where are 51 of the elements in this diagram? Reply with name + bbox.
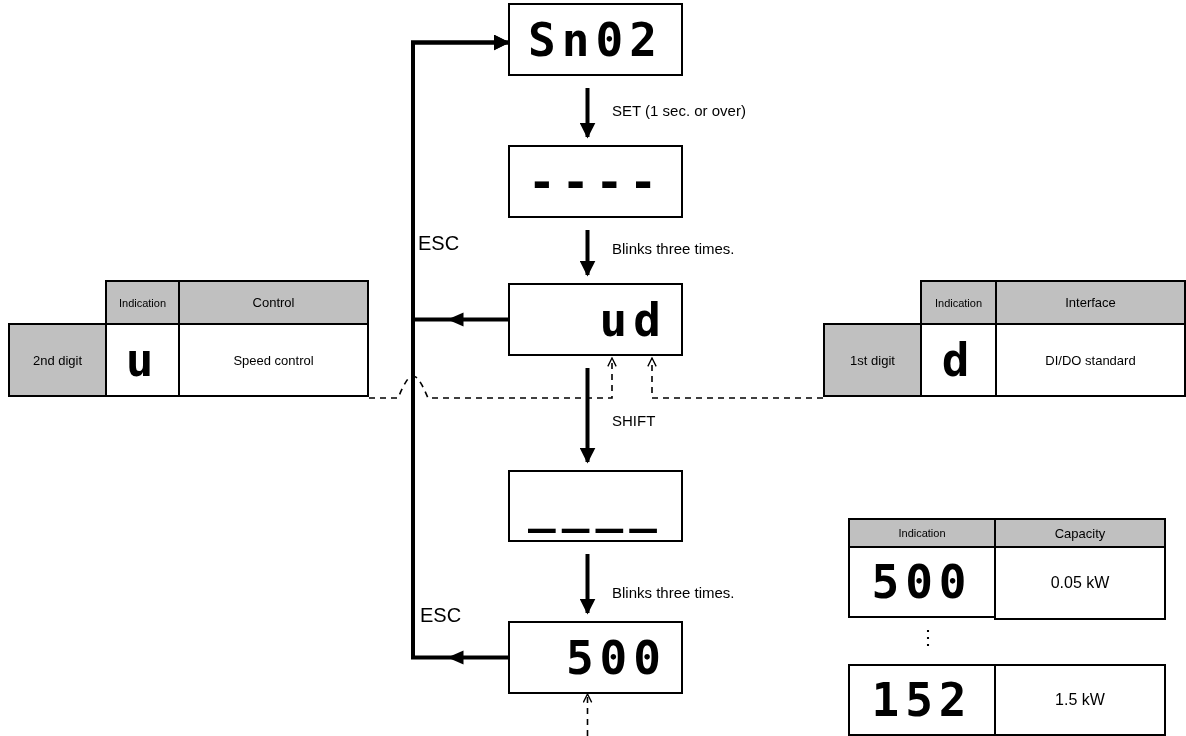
table-cell [178, 323, 369, 397]
display-panel [508, 3, 683, 76]
cell-text: Speed control [233, 352, 314, 368]
display-panel [508, 470, 683, 542]
table-cell [848, 664, 996, 736]
display-readout: ---- [528, 158, 663, 205]
table-cell [823, 323, 922, 397]
display-panel [508, 621, 683, 694]
arrow [579, 554, 596, 615]
cell-text: 0.05 kW [1050, 574, 1110, 592]
edge-label: Blinks three times. [612, 240, 735, 257]
display-readout: ud [599, 296, 667, 343]
table-header [994, 518, 1166, 548]
ellipsis-mark: ⋮ [918, 625, 938, 649]
table-header [105, 280, 180, 325]
edge-label: SET (1 sec. or over) [612, 102, 746, 119]
table-header [848, 518, 996, 548]
header-text: Interface [1065, 295, 1116, 310]
arrow [579, 88, 596, 139]
leader-line [582, 693, 593, 736]
header-text: Control [252, 295, 295, 310]
display-readout: 152 [871, 677, 973, 723]
display-panel [508, 283, 683, 356]
table-cell [994, 664, 1166, 736]
table-cell [848, 546, 996, 618]
header-text: Indication [934, 296, 983, 309]
row-heading: 2nd digit [32, 352, 83, 368]
table-header [920, 280, 997, 325]
table-cell [995, 323, 1186, 397]
leader-line [647, 357, 824, 399]
display-readout: 500 [871, 559, 973, 605]
header-text: Indication [898, 527, 946, 539]
arrow [411, 34, 510, 660]
row-heading: 1st digit [850, 352, 895, 368]
cell-text: 1.5 kW [1055, 691, 1105, 709]
display-readout: 500 [565, 634, 667, 681]
table-cell [8, 323, 107, 397]
table-header [995, 280, 1186, 325]
header-text: Indication [118, 296, 167, 309]
display-readout: Sn02 [528, 16, 663, 63]
cell-text: DI/DO standard [1045, 352, 1136, 368]
leader-line [368, 357, 617, 399]
table-header [178, 280, 369, 325]
arrow [579, 230, 596, 277]
header-text: Capacity [1054, 525, 1106, 541]
table-cell [994, 546, 1166, 620]
display-panel [508, 145, 683, 218]
arrow [579, 368, 596, 464]
display-readout: d [941, 337, 976, 383]
edge-label: Blinks three times. [612, 584, 735, 601]
display-readout: u [125, 337, 160, 383]
